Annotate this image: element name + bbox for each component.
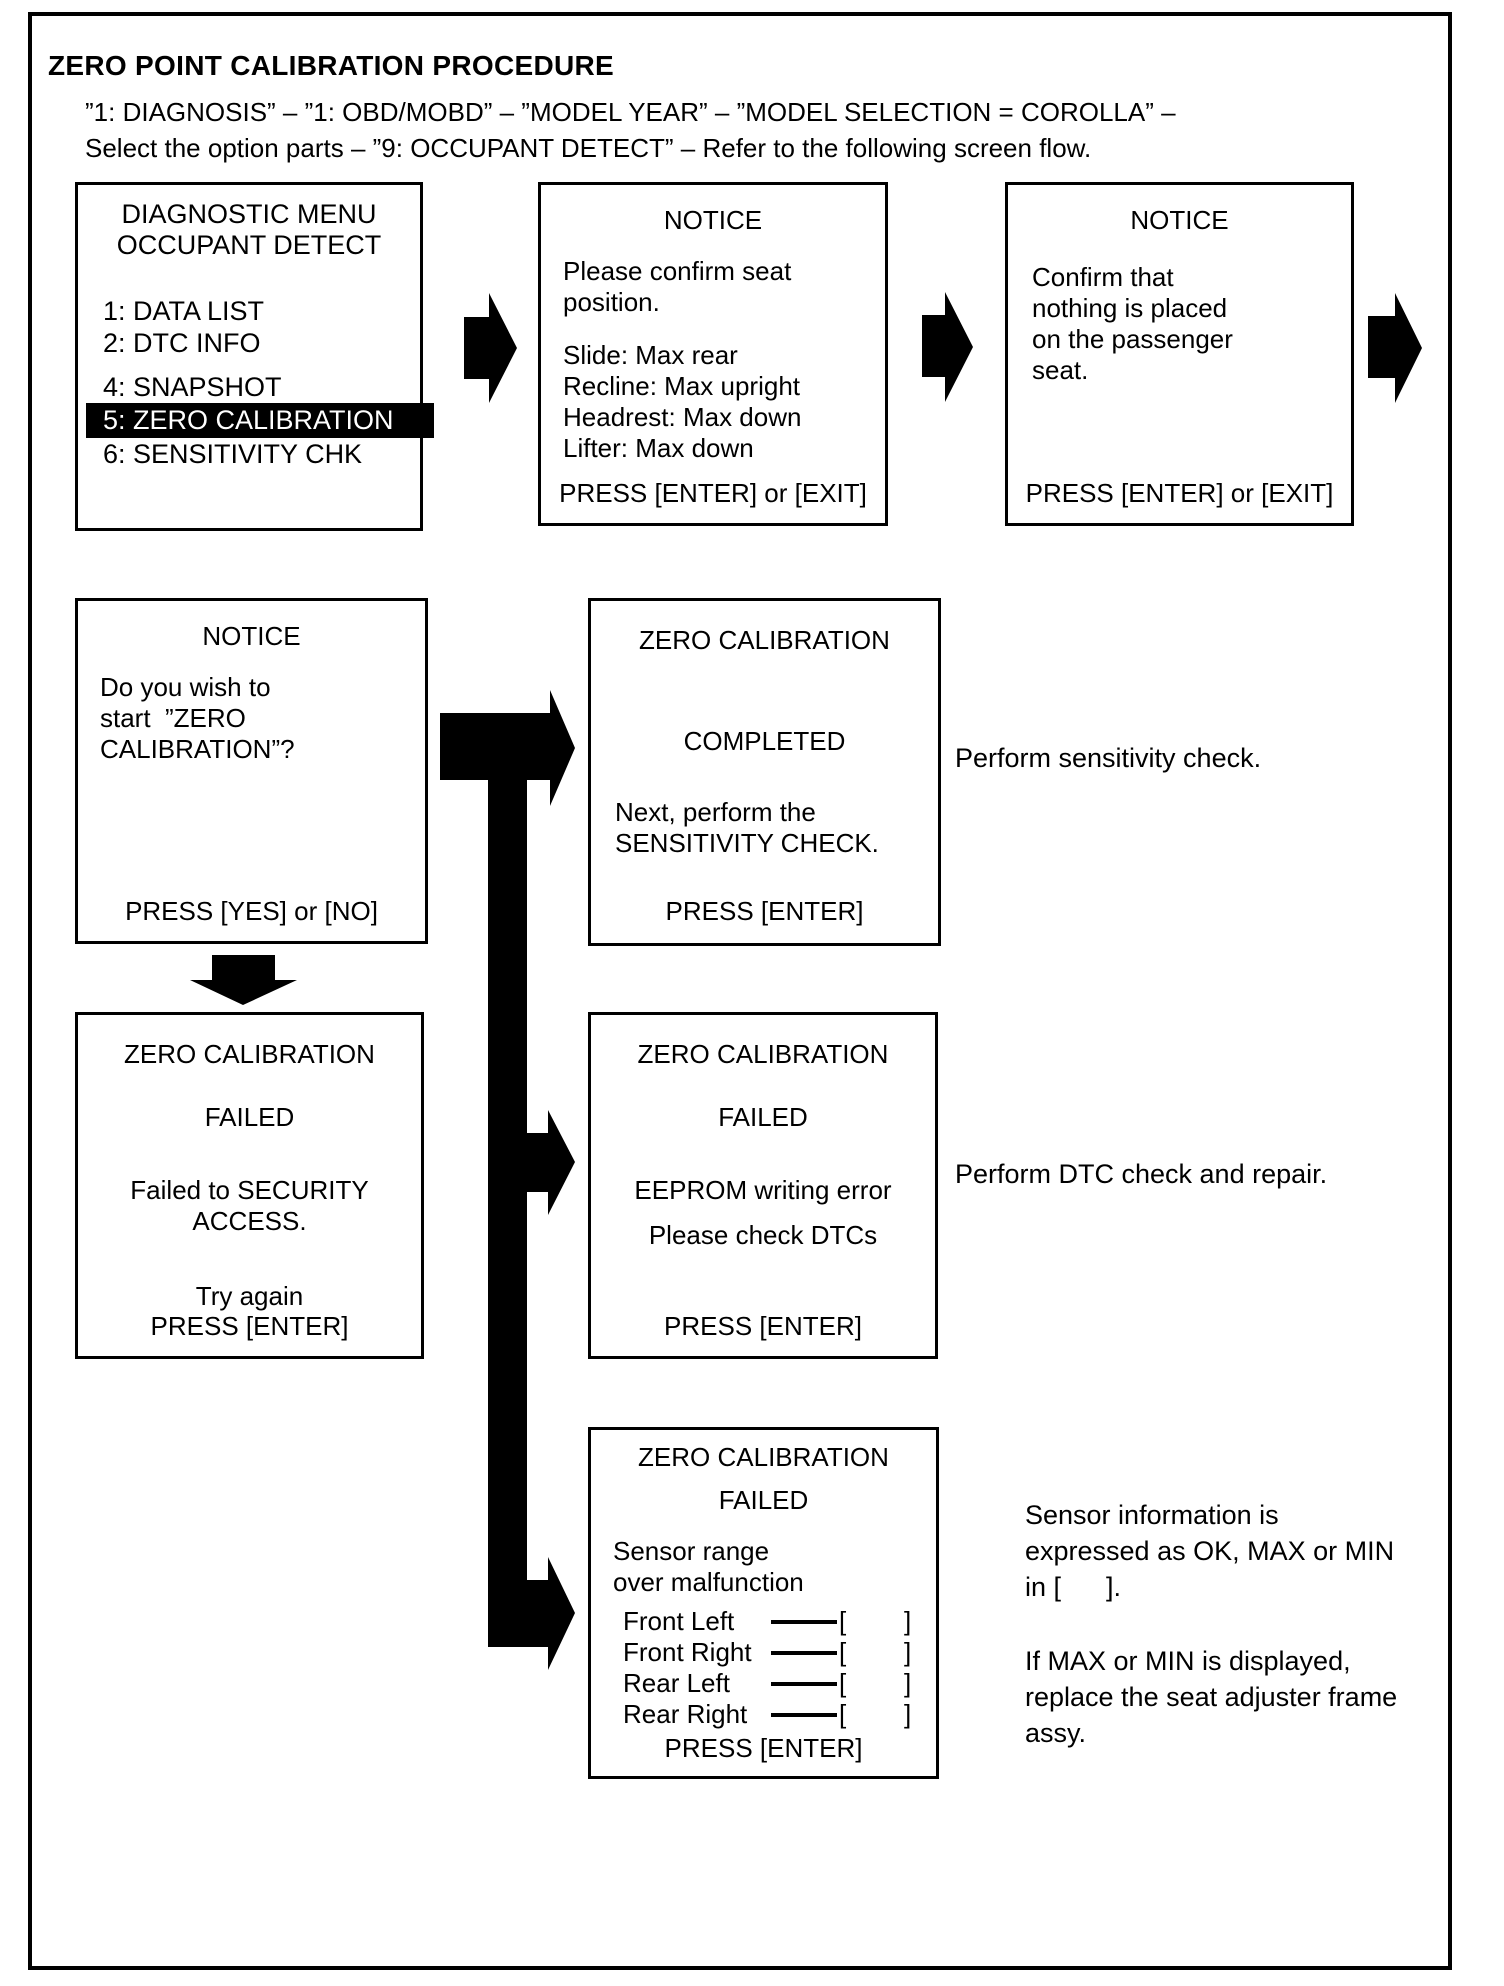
press-enter-label: PRESS [ENTER] xyxy=(664,1311,862,1341)
screen-title: ZERO CALIBRATION xyxy=(638,1442,889,1472)
dash-line xyxy=(771,1712,837,1717)
screen-body: Next, perform the SENSITIVITY CHECK. xyxy=(615,797,879,858)
notice-title: NOTICE xyxy=(663,205,763,235)
navigation-instruction-line: Select the option parts – ”9: OCCUPANT D… xyxy=(85,133,1092,163)
sensor-row-front-right: Front Right [ ] xyxy=(591,1637,936,1668)
menu-item-zero-calibration-selected: 5: ZERO CALIBRATION xyxy=(86,403,434,438)
status-failed: FAILED xyxy=(718,1102,808,1132)
notice-start-calibration-screen: NOTICE Do you wish to start ”ZERO CALIBR… xyxy=(75,598,428,944)
dash-line xyxy=(771,1650,837,1655)
zero-calibration-failed-security-screen: ZERO CALIBRATION FAILED Failed to SECURI… xyxy=(75,1012,424,1359)
screen-title: ZERO CALIBRATION xyxy=(637,1039,889,1069)
sensor-value-brackets: [ ] xyxy=(839,1699,912,1729)
navigation-path-line: ”1: DIAGNOSIS” – ”1: OBD/MOBD” – ”MODEL … xyxy=(85,97,1176,127)
sensor-value-brackets: [ ] xyxy=(839,1637,912,1667)
press-yes-no-label: PRESS [YES] or [NO] xyxy=(125,896,378,926)
note-sensor-information: Sensor information is expressed as OK, M… xyxy=(1025,1500,1395,1602)
note-replace-seat-adjuster: If MAX or MIN is displayed, replace the … xyxy=(1025,1646,1398,1748)
flow-arrow-trunk-line xyxy=(488,778,527,1647)
sensor-rows: Front Left [ ] Front Right [ ] Rear Left… xyxy=(591,1606,936,1730)
note-perform-dtc-check: Perform DTC check and repair. xyxy=(955,1159,1328,1189)
note-perform-sensitivity-check: Perform sensitivity check. xyxy=(955,743,1262,773)
dash-line xyxy=(771,1619,837,1624)
notice-title: NOTICE xyxy=(202,621,301,651)
notice-empty-seat-screen: NOTICE Confirm that nothing is placed on… xyxy=(1005,182,1354,526)
seat-settings-list: Slide: Max rear Recline: Max upright Hea… xyxy=(563,340,802,463)
screen-title: ZERO CALIBRATION xyxy=(124,1039,375,1069)
notice-body: Confirm that nothing is placed on the pa… xyxy=(1032,262,1233,385)
press-enter-label: PRESS [ENTER] xyxy=(150,1311,349,1341)
menu-item-data-list: 1: DATA LIST xyxy=(103,296,265,326)
screen-title: ZERO CALIBRATION xyxy=(639,625,890,655)
zero-calibration-failed-eeprom-screen: ZERO CALIBRATION FAILED EEPROM writing e… xyxy=(588,1012,938,1359)
dash-line xyxy=(771,1681,837,1686)
diagnostic-menu-screen: DIAGNOSTIC MENU OCCUPANT DETECT 1: DATA … xyxy=(75,182,434,531)
zero-calibration-failed-sensor-screen: ZERO CALIBRATION FAILED Sensor range ove… xyxy=(588,1427,939,1779)
retry-hint: Try again xyxy=(195,1281,304,1311)
dtc-hint: Please check DTCs xyxy=(648,1220,878,1250)
notice-body: Do you wish to start ”ZERO CALIBRATION”? xyxy=(100,672,295,764)
sensor-row-front-left: Front Left [ ] xyxy=(591,1606,936,1637)
sensor-value-brackets: [ ] xyxy=(839,1606,912,1636)
menu-item-snapshot: 4: SNAPSHOT xyxy=(103,372,282,402)
sensor-label: Front Right xyxy=(623,1637,752,1667)
press-enter-exit-label: PRESS [ENTER] or [EXIT] xyxy=(1025,478,1334,508)
failure-reason: Sensor range over malfunction xyxy=(613,1536,804,1597)
failure-reason: Failed to SECURITY ACCESS. xyxy=(130,1175,369,1236)
sensor-row-rear-left: Rear Left [ ] xyxy=(591,1668,936,1699)
notice-title: NOTICE xyxy=(1130,205,1229,235)
page-border xyxy=(28,12,1452,1970)
notice-seat-position-screen: NOTICE Please confirm seat position. Sli… xyxy=(538,182,888,526)
sensor-value-brackets: [ ] xyxy=(839,1668,912,1698)
press-enter-label: PRESS [ENTER] xyxy=(664,1733,863,1763)
sensor-row-rear-right: Rear Right [ ] xyxy=(591,1699,936,1730)
zero-calibration-completed-screen: ZERO CALIBRATION COMPLETED Next, perform… xyxy=(588,598,941,946)
sensor-label: Rear Left xyxy=(623,1668,730,1698)
sensor-label: Rear Right xyxy=(623,1699,748,1729)
status-failed: FAILED xyxy=(204,1102,295,1132)
status-completed: COMPLETED xyxy=(683,726,846,756)
procedure-title: ZERO POINT CALIBRATION PROCEDURE xyxy=(48,50,614,81)
sensor-label: Front Left xyxy=(623,1606,735,1636)
diagnostic-menu-items: 1: DATA LIST 2: DTC INFO 4: SNAPSHOT 5: … xyxy=(78,295,434,470)
menu-item-dtc-info: 2: DTC INFO xyxy=(103,328,261,358)
press-enter-exit-label: PRESS [ENTER] or [EXIT] xyxy=(559,478,867,508)
menu-item-sensitivity-chk: 6: SENSITIVITY CHK xyxy=(103,439,363,469)
status-failed: FAILED xyxy=(718,1485,809,1515)
diagnostic-menu-title: DIAGNOSTIC MENU OCCUPANT DETECT xyxy=(116,199,382,260)
press-enter-label: PRESS [ENTER] xyxy=(665,896,864,926)
notice-body: Please confirm seat position. xyxy=(563,256,792,317)
failure-reason: EEPROM writing error xyxy=(634,1175,892,1205)
